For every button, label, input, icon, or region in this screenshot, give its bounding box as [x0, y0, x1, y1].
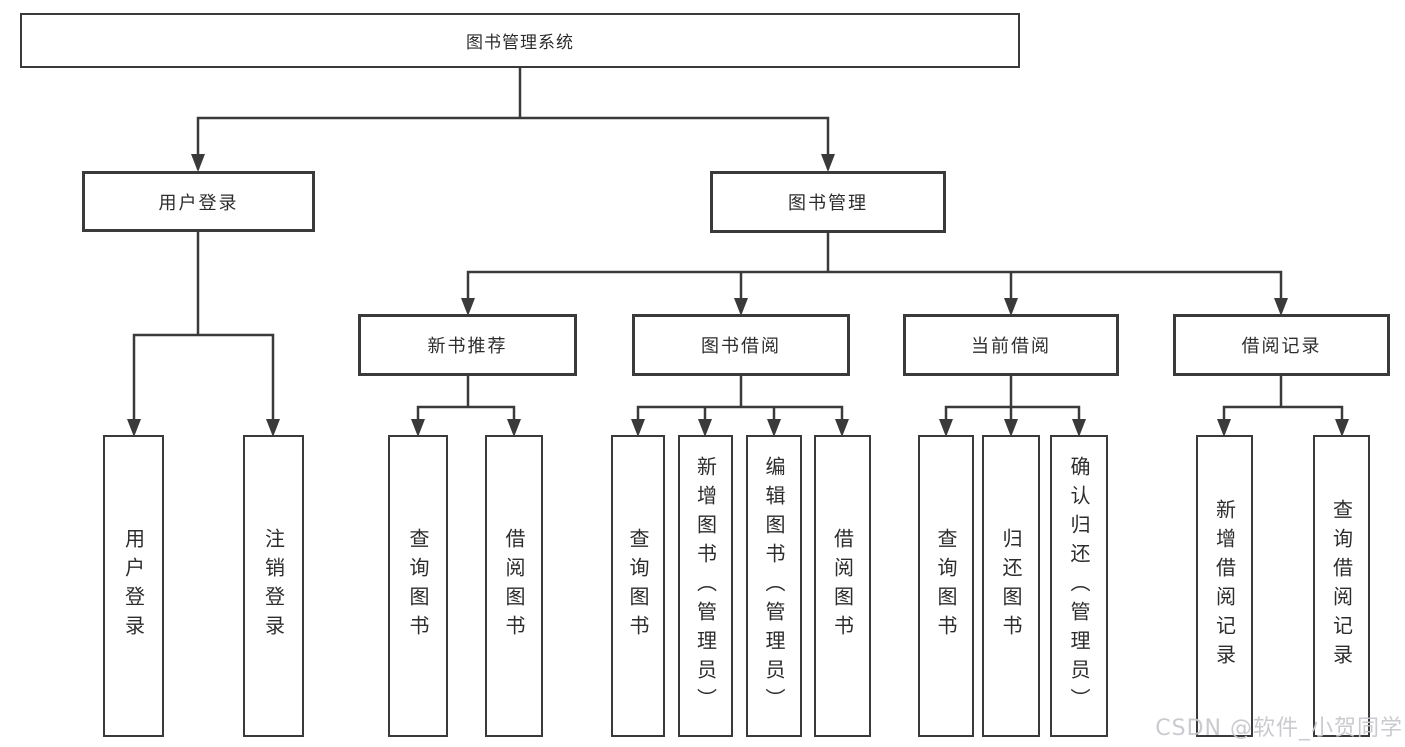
node-leaf-add-book-admin-label: 新增图书（管理员） [693, 455, 718, 717]
node-borrowing-records-label: 借阅记录 [1241, 336, 1322, 357]
csdn-watermark: CSDN @软件_小贺同学 [1155, 716, 1403, 741]
node-leaf-borrow-books: 借阅图书 [814, 435, 871, 737]
node-leaf-borrow-books-label: 借阅图书 [830, 528, 855, 644]
node-leaf-logout-label: 注销登录 [261, 528, 286, 644]
node-new-book-recommendation-label: 新书推荐 [427, 336, 508, 357]
node-leaf-confirm-return-admin: 确认归还（管理员） [1050, 435, 1108, 737]
node-leaf-query-books-recommend: 查询图书 [388, 435, 448, 737]
node-leaf-query-borrow-record: 查询借阅记录 [1313, 435, 1370, 737]
node-user-login-branch: 用户登录 [82, 171, 315, 232]
node-book-management-branch: 图书管理 [710, 171, 946, 233]
node-leaf-query-books-current-label: 查询图书 [934, 528, 958, 644]
node-book-borrowing-label: 图书借阅 [701, 336, 781, 357]
node-leaf-query-books-borrow: 查询图书 [611, 435, 665, 737]
node-book-management-branch-label: 图书管理 [788, 193, 868, 214]
node-leaf-add-borrow-record-label: 新增借阅记录 [1212, 499, 1237, 673]
node-leaf-query-books-current: 查询图书 [918, 435, 974, 737]
node-leaf-borrow-books-recommend: 借阅图书 [485, 435, 543, 737]
node-leaf-query-books-borrow-label: 查询图书 [626, 528, 650, 644]
node-library-management-system-label: 图书管理系统 [466, 33, 574, 53]
node-leaf-add-book-admin: 新增图书（管理员） [678, 435, 733, 737]
node-leaf-user-login: 用户登录 [103, 435, 164, 737]
node-leaf-query-books-recommend-label: 查询图书 [406, 528, 430, 644]
node-leaf-user-login-label: 用户登录 [121, 528, 146, 644]
node-user-login-branch-label: 用户登录 [158, 192, 239, 214]
node-book-borrowing: 图书借阅 [632, 314, 850, 376]
node-leaf-add-borrow-record: 新增借阅记录 [1196, 435, 1253, 737]
node-leaf-return-books: 归还图书 [982, 435, 1040, 737]
node-new-book-recommendation: 新书推荐 [358, 314, 577, 376]
node-current-borrowing: 当前借阅 [903, 314, 1119, 376]
node-leaf-logout: 注销登录 [243, 435, 304, 737]
node-leaf-edit-book-admin-label: 编辑图书（管理员） [762, 455, 786, 717]
node-leaf-query-borrow-record-label: 查询借阅记录 [1329, 499, 1354, 673]
node-leaf-confirm-return-admin-label: 确认归还（管理员） [1067, 455, 1091, 717]
node-leaf-return-books-label: 归还图书 [999, 528, 1023, 644]
node-leaf-edit-book-admin: 编辑图书（管理员） [746, 435, 802, 737]
node-leaf-borrow-books-recommend-label: 借阅图书 [502, 528, 526, 644]
node-current-borrowing-label: 当前借阅 [971, 336, 1051, 357]
node-borrowing-records: 借阅记录 [1173, 314, 1390, 376]
node-library-management-system: 图书管理系统 [20, 13, 1020, 68]
tree-connector-path [132, 66, 1344, 434]
